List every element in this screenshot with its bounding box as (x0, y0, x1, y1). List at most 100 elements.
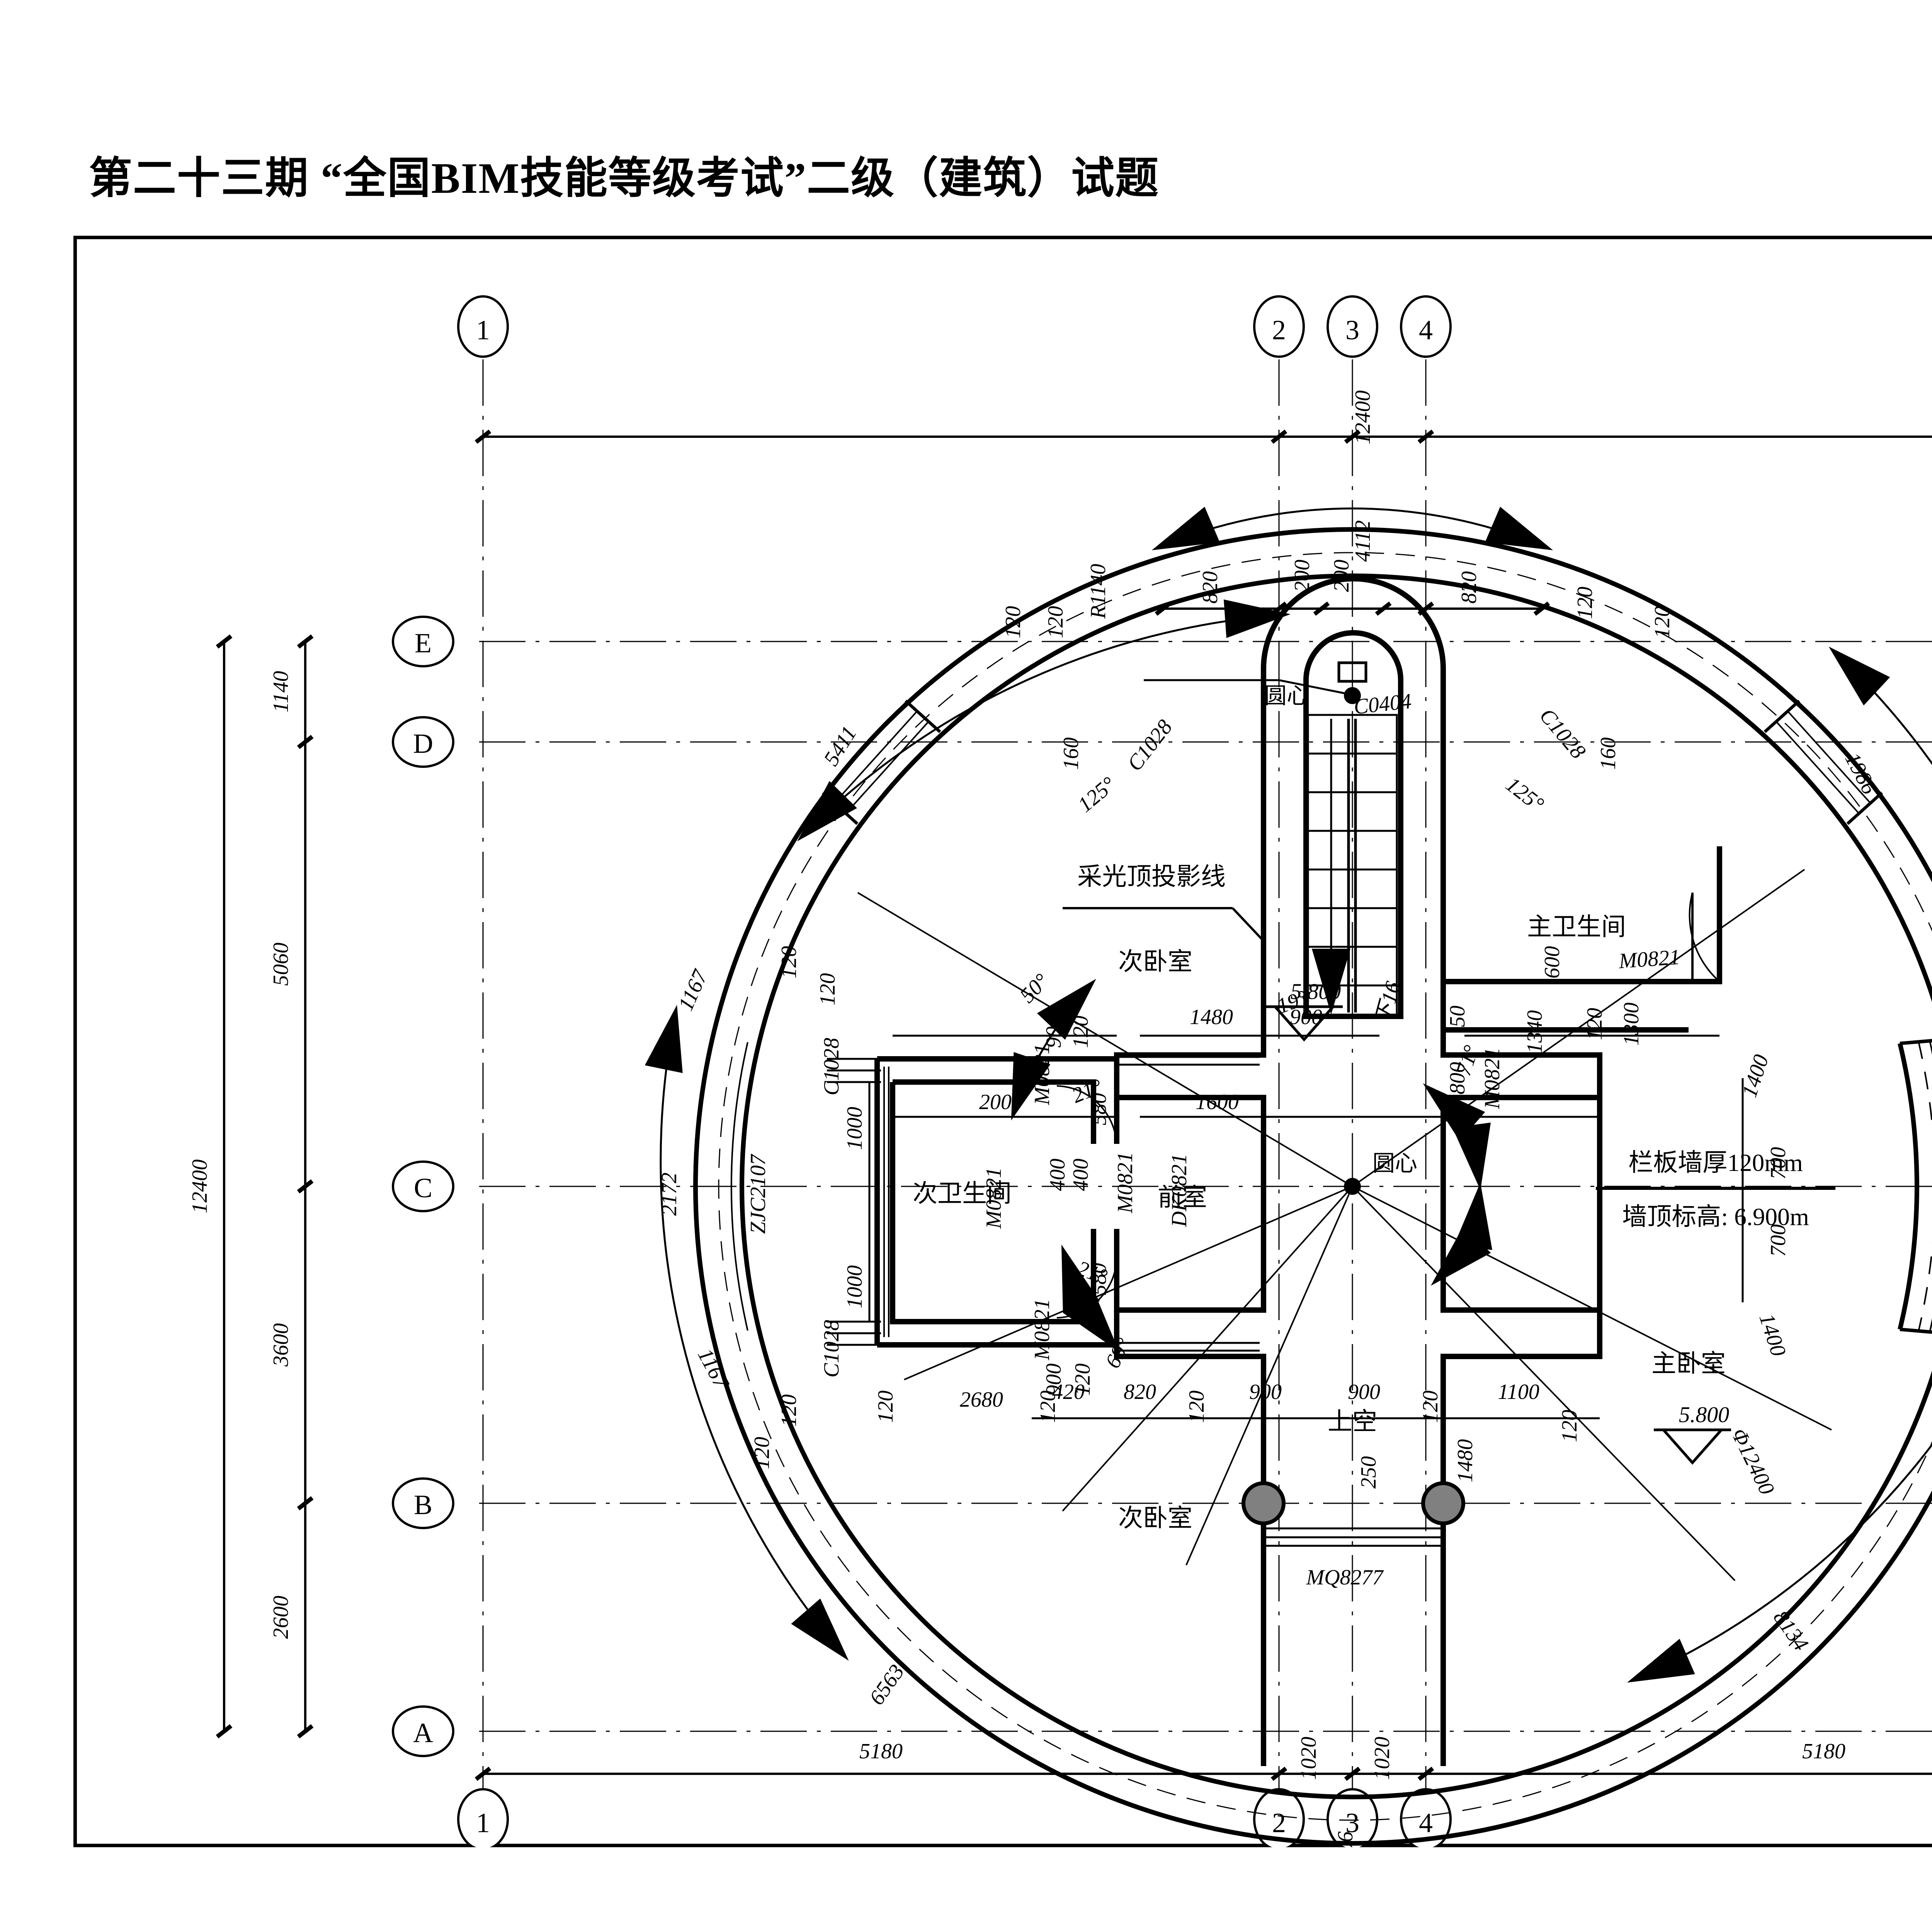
dim-west-120b: 120 (1036, 1390, 1060, 1423)
dim-interior (868, 1035, 1744, 1419)
chord-dim-1167-top: 1167 (673, 966, 713, 1014)
tag-m0821-c: M0821 (982, 1167, 1006, 1229)
tag-mq8277: MQ8277 (1306, 1565, 1384, 1589)
grid-label: A (413, 1717, 433, 1748)
grid-bubble-4-top[interactable]: 4 (1400, 295, 1452, 358)
arc-len-1: 5411 (819, 722, 862, 770)
grid-bubble-3-top[interactable]: 3 (1327, 295, 1378, 358)
tag-m0821-f: M0821 (1617, 945, 1681, 973)
angle-50: 50° (1015, 969, 1054, 1007)
dim-west-1000b: 1000 (843, 1265, 867, 1309)
radius-label: R1140 (1086, 564, 1110, 619)
dim-left-overall: 12400 (188, 1159, 212, 1213)
dim-top-edge-right-1: 120 (1573, 587, 1597, 619)
dim-top-chain-1: 820 (1198, 571, 1222, 604)
grid-bubble-2-top[interactable]: 2 (1253, 295, 1305, 358)
dim-top-chain-4: 820 (1457, 571, 1481, 604)
grid-bubble-2-bottom[interactable]: 2 (1253, 1788, 1305, 1847)
dim-left (217, 636, 312, 1737)
grid-label: C (414, 1172, 432, 1203)
arc-window-east (1898, 1039, 1932, 1334)
dim-east-800: 800 (1446, 1062, 1469, 1094)
tag-c1028-w2: C1028 (820, 1320, 844, 1377)
grid-label: B (414, 1489, 432, 1520)
offset-120-sw-1: 120 (777, 1394, 801, 1427)
annot-center-top: 圆心 (1264, 683, 1309, 708)
dim-east-1340: 1340 (1523, 1010, 1547, 1053)
dim-r-700b: 700 (1766, 1224, 1790, 1257)
dim-top-overall: 12400 (1351, 390, 1375, 444)
grid-label: 2 (1272, 1807, 1286, 1838)
dim-bottom-right: 5180 (1802, 1739, 1845, 1763)
grid-bubble-D-left[interactable]: D (392, 716, 454, 768)
dim-s-120a: 120 (1185, 1390, 1209, 1423)
dim-left-4: 2600 (269, 1596, 293, 1639)
grid-bubble-4-bottom[interactable]: 4 (1400, 1788, 1452, 1847)
grid-label: 1 (476, 315, 490, 345)
grid-bubble-A-left[interactable]: A (392, 1705, 454, 1757)
grid-bubbles-top: 1 2 3 4 5 (457, 295, 1452, 358)
dim-top-chain-2: 200 (1290, 560, 1314, 592)
offset-120-sw-2: 120 (750, 1437, 774, 1469)
grid-bubble-C-left[interactable]: C (392, 1160, 454, 1212)
dim-ante-1600: 1600 (1196, 1090, 1239, 1114)
dim-s-420: 420 (1052, 1380, 1085, 1404)
dim-bottom (476, 1768, 1932, 1779)
dim-s-1100: 1100 (1498, 1380, 1539, 1404)
dim-east-1300: 1300 (1619, 1002, 1643, 1046)
dim-void-1480: 1480 (1453, 1439, 1477, 1482)
elevation-symbols (1265, 1005, 1731, 1465)
room-second-bath: 次卫生间 (913, 1180, 1012, 1207)
dim-top-arc-chord: 4112 (1351, 520, 1375, 562)
grid-bubble-1-bottom[interactable]: 1 (457, 1788, 509, 1847)
dim-r-1400b: 1400 (1754, 1311, 1791, 1360)
dim-east-600: 600 (1540, 946, 1564, 978)
wall-liners (883, 1067, 889, 1337)
dim-top-edge-right-2: 120 (1650, 606, 1674, 638)
dim-nw-900: 900 (1042, 1016, 1066, 1048)
tag-dk0821: DK0821 (1167, 1154, 1191, 1227)
dim-left-1: 1140 (269, 671, 293, 713)
offset-120-nw-1: 120 (777, 946, 801, 978)
grid-bubble-1-top[interactable]: 1 (457, 295, 509, 358)
dim-s-820: 820 (1124, 1380, 1156, 1404)
tag-c1028-ne: C1028 (1535, 704, 1590, 763)
dim-bottom-chain-1: 1020 (1297, 1737, 1321, 1780)
dim-bottom-chain-2: 1020 (1370, 1737, 1394, 1780)
dim-bath-580a: 580 (1087, 1093, 1111, 1125)
page-title: 第二十三期 “全国BIM技能等级考试”二级（建筑）试题 (89, 155, 1159, 202)
arc-dimensions (645, 507, 1932, 1683)
dim-bottom-arc: 1806 (1333, 1831, 1357, 1847)
grid-bubbles-bottom: 1 2 3 4 5 (457, 1788, 1452, 1847)
dim-sw-900: 900 (1042, 1363, 1066, 1396)
dim-bottom-left: 5180 (859, 1739, 903, 1763)
dim-nw-120: 120 (1069, 1016, 1093, 1048)
arc-len-4: 8134 (1769, 1606, 1813, 1655)
dim-east-50: 50 (1446, 1006, 1469, 1027)
offset-120-nw-2: 120 (816, 973, 840, 1006)
dim-bath-400a: 400 (1046, 1159, 1070, 1191)
dim-left-3: 3600 (269, 1323, 293, 1367)
annot-center-mid: 圆心 (1372, 1151, 1417, 1176)
dim-top-chain-3: 200 (1330, 560, 1354, 592)
diameter-label: Φ12400 (1726, 1424, 1779, 1498)
chord-dim-2172: 2172 (657, 1172, 681, 1216)
tag-m0821-d: M0821 (1030, 1299, 1054, 1361)
elev-master-bedroom: 5.800 (1679, 1402, 1730, 1427)
grid-bubbles-left: E D C B A (392, 616, 454, 1757)
dim-s-900a: 900 (1249, 1380, 1282, 1404)
column-symbol-left (1242, 1481, 1286, 1525)
grid-label: 4 (1419, 315, 1433, 345)
dim-s-900b: 900 (1348, 1380, 1380, 1404)
tag-c1028-w1: C1028 (820, 1038, 844, 1095)
grid-label: 4 (1419, 1807, 1433, 1838)
room-void: 上空 (1328, 1408, 1377, 1435)
grid-bubble-E-left[interactable]: E (392, 616, 454, 667)
angle-125-right: 125° (1501, 773, 1548, 817)
tag-c1028-nw: C1028 (1122, 715, 1177, 776)
tag-m0821-b: M0821 (1113, 1152, 1137, 1214)
grid-bubble-B-left[interactable]: B (392, 1477, 454, 1529)
curtain-wall-symbol (1265, 1527, 1441, 1547)
room-master-bath: 主卫生间 (1527, 913, 1626, 941)
dim-east-120: 120 (1583, 1008, 1607, 1040)
